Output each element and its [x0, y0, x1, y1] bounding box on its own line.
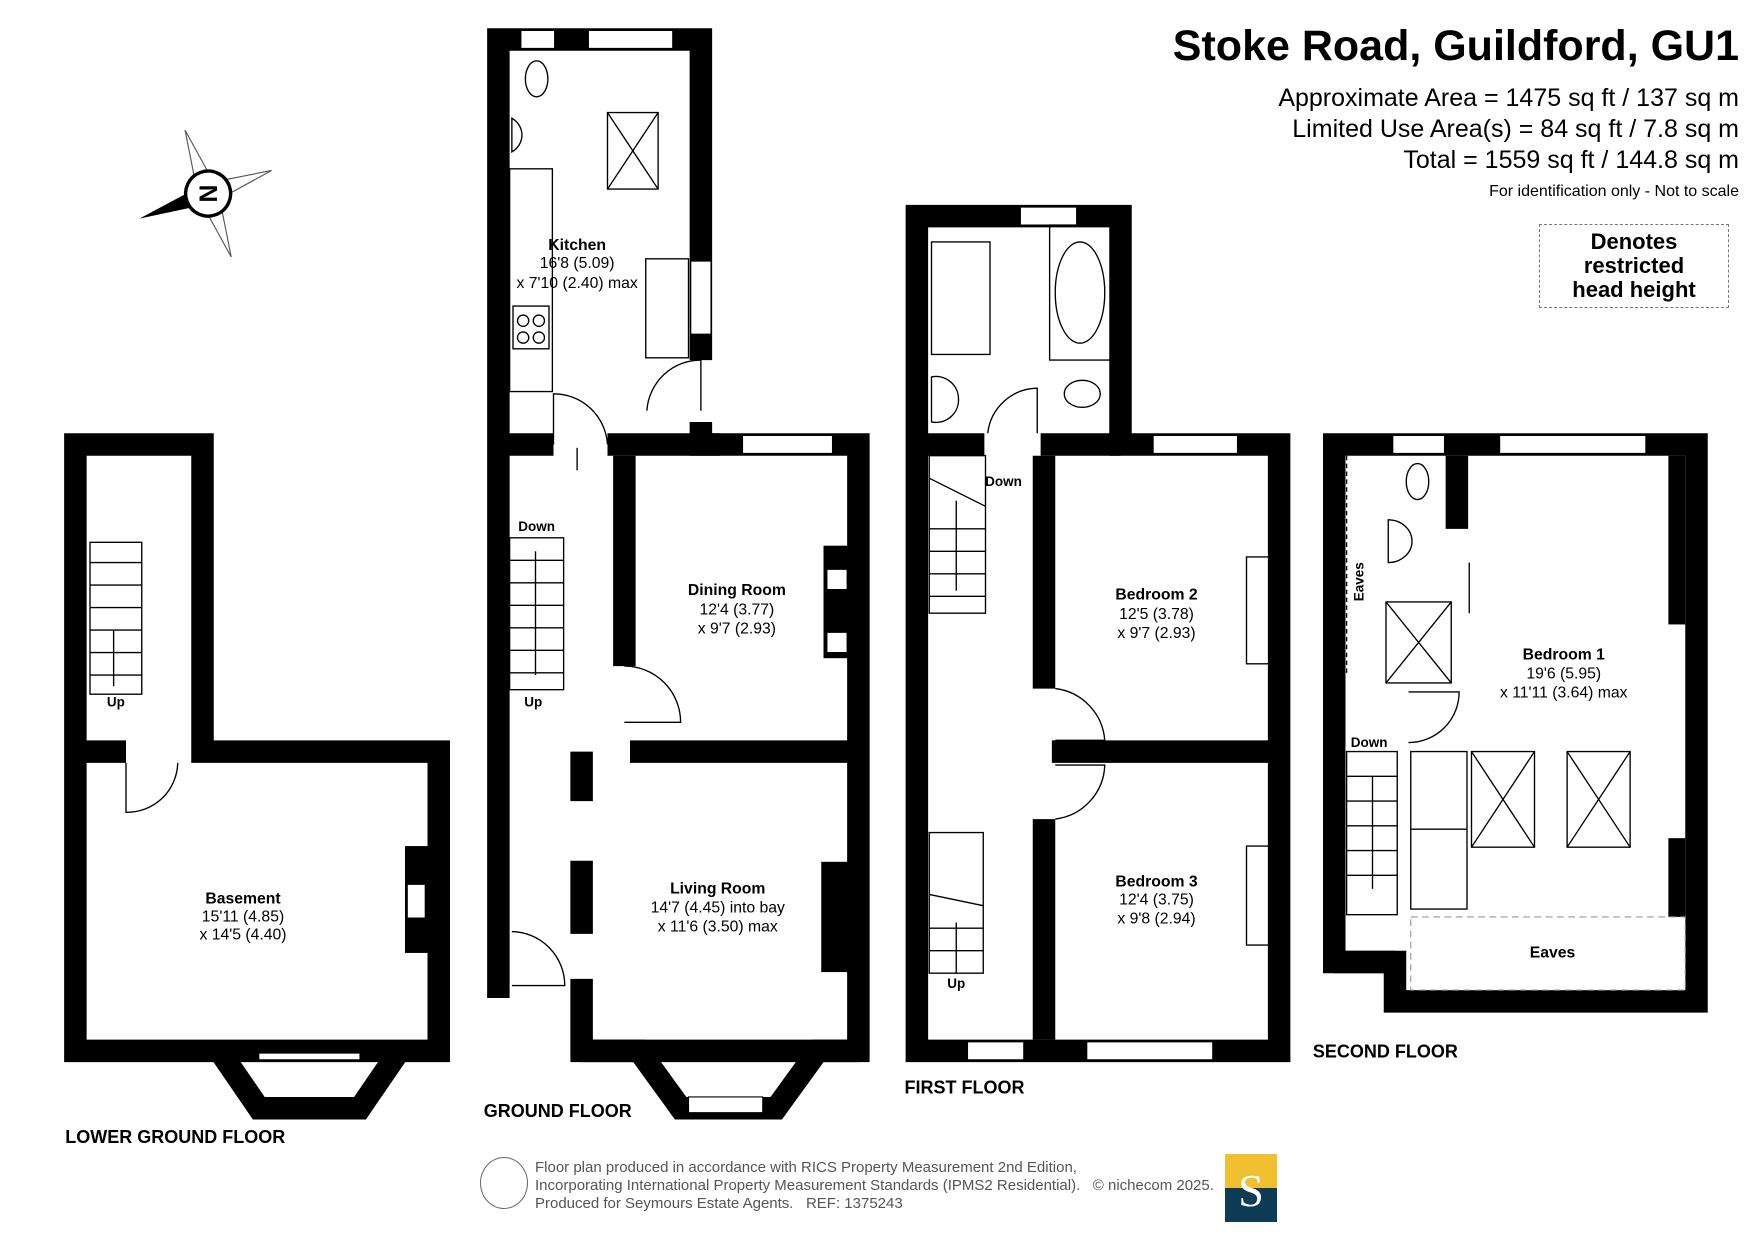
room-dim1-bedroom-1: 19'6 (5.95) [1526, 665, 1601, 682]
floor-label-lower-ground: LOWER GROUND FLOOR [65, 1127, 285, 1147]
ground-floor-plan: Down Up Kitchen 16'8 (5.09) x 7'10 (2.40… [484, 28, 870, 1121]
room-name-living: Living Room [670, 880, 765, 897]
room-dim2-living: x 11'6 (3.50) max [658, 919, 778, 936]
room-dim1-living: 14'7 (4.45) into bay [651, 899, 785, 916]
seymours-logo: S [1225, 1154, 1277, 1222]
room-dim2-kitchen: x 7'10 (2.40) max [517, 275, 638, 292]
room-dim2-bedroom-3: x 9'8 (2.94) [1117, 911, 1195, 928]
floor-label-ground: GROUND FLOOR [484, 1101, 632, 1121]
floor-label-second: SECOND FLOOR [1313, 1042, 1458, 1062]
lower-ground-floor-plan: Up Basement 15'11 (4.85) x 14'5 (4.40) L… [64, 433, 450, 1147]
eaves-side-label: Eaves [1352, 562, 1367, 601]
footer-line2: Incorporating International Property Mea… [535, 1177, 1214, 1194]
stairs-up-label: Up [107, 695, 125, 710]
footer-text: Floor plan produced in accordance with R… [535, 1159, 1214, 1213]
stairs-down-label: Down [985, 474, 1022, 489]
scale-note: For identification only - Not to scale [1489, 183, 1739, 200]
logo-letter: S [1238, 1165, 1264, 1216]
second-floor-plan: Eaves Down Eaves Bedroom 1 19'6 (5.95) x… [1313, 433, 1708, 1062]
room-dim2-basement: x 14'5 (4.40) [199, 926, 286, 943]
floor-label-first: FIRST FLOOR [905, 1078, 1025, 1098]
room-name-basement: Basement [205, 890, 281, 907]
room-dim2-dining: x 9'7 (2.93) [698, 620, 776, 637]
room-dim1-kitchen: 16'8 (5.09) [540, 255, 615, 272]
room-dim1-bedroom-2: 12'5 (3.78) [1119, 606, 1194, 623]
property-title: Stoke Road, Guildford, GU1 [1172, 22, 1739, 70]
first-floor-plan: Down Up Bedroom 2 12'5 (3.78) x 9'7 (2.9… [905, 204, 1291, 1098]
room-dim1-dining: 12'4 (3.77) [699, 601, 774, 618]
footer-line3: Produced for Seymours Estate Agents. REF… [535, 1195, 903, 1212]
stairs-down-label: Down [1351, 735, 1388, 750]
compass-north-label: N [196, 185, 223, 203]
person-icon [480, 1157, 528, 1209]
legend-line1: Denotes restricted [1583, 229, 1685, 278]
room-dim1-basement: 15'11 (4.85) [202, 908, 284, 925]
limited-use-area: Limited Use Area(s) = 84 sq ft / 7.8 sq … [1292, 115, 1739, 143]
room-name-bedroom-3: Bedroom 3 [1115, 874, 1198, 891]
compass-icon: N [139, 129, 272, 258]
room-name-bedroom-1: Bedroom 1 [1523, 646, 1606, 663]
footer-line1: Floor plan produced in accordance with R… [535, 1159, 1077, 1176]
legend-line2: head height [1572, 277, 1696, 302]
room-dim2-bedroom-2: x 9'7 (2.93) [1117, 625, 1195, 642]
room-dim2-bedroom-1: x 11'11 (3.64) max [1500, 685, 1628, 702]
stairs-down-label: Down [518, 519, 555, 534]
total-area: Total = 1559 sq ft / 144.8 sq m [1403, 146, 1739, 174]
room-name-dining: Dining Room [688, 582, 786, 599]
stairs-up-label: Up [524, 695, 542, 710]
stairs-up-label: Up [947, 976, 965, 991]
room-name-bedroom-2: Bedroom 2 [1115, 587, 1198, 604]
room-name-kitchen: Kitchen [548, 237, 606, 254]
approximate-area: Approximate Area = 1475 sq ft / 137 sq m [1278, 84, 1739, 112]
eaves-bottom-label: Eaves [1530, 944, 1576, 961]
room-dim1-bedroom-3: 12'4 (3.75) [1119, 892, 1194, 909]
